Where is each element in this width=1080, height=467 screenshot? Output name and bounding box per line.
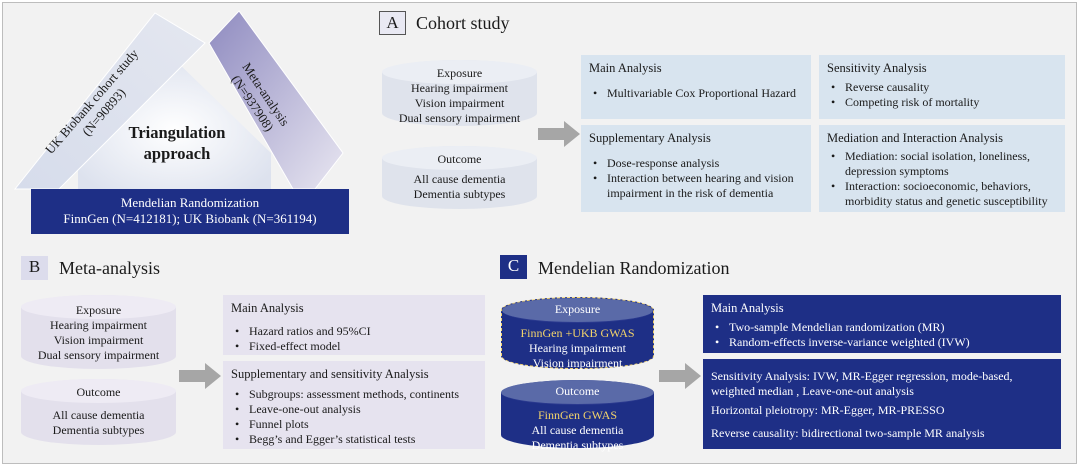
section-c-outcome-cylinder: Outcome FinnGen GWAS All cause dementia …	[501, 380, 654, 452]
section-b-letter: B	[21, 256, 48, 280]
section-c-reverse-causality-line: Reverse causality: bidirectional two-sam…	[711, 426, 985, 440]
section-c-pleiotropy-line: Horizontal pleiotropy: MR-Egger, MR-PRES…	[711, 403, 945, 417]
section-c-outcome-title: Outcome	[555, 384, 600, 398]
section-a-title: Cohort study	[416, 13, 510, 33]
section-c-main-analysis: Main Analysis Two-sample Mendelian rando…	[703, 295, 1061, 353]
triangle-center	[78, 58, 271, 189]
section-a-supplementary-analysis: Supplementary Analysis Dose-response ana…	[581, 125, 811, 212]
section-c-exposure-source: FinnGen +UKB GWAS	[520, 326, 635, 340]
section-c-sensitivity-line1: Sensitivity Analysis: IVW, MR-Egger regr…	[711, 369, 1013, 398]
section-a-supplementary-list: Dose-response analysis Interaction betwe…	[589, 156, 803, 201]
section-b-main-item: Hazard ratios and 95%CI	[235, 324, 477, 339]
section-b-supplementary-analysis: Supplementary and sensitivity Analysis S…	[223, 361, 485, 449]
section-a-mediation-title: Mediation and Interaction Analysis	[827, 131, 1004, 145]
section-a-exposure-cylinder: Exposure Hearing impairment Vision impai…	[382, 60, 537, 126]
cylinder-top	[21, 295, 176, 319]
cylinder-top	[382, 146, 537, 170]
section-c-title: Mendelian Randomization	[538, 258, 730, 278]
section-b-arrow	[179, 363, 221, 389]
section-c-outcome-item: Dementia subtypes	[531, 438, 624, 452]
section-a-main-list: Multivariable Cox Proportional Hazard	[589, 86, 803, 101]
cylinder-top	[501, 380, 654, 405]
base-line2: FinnGen (N=412181); UK Biobank (N=361194…	[63, 211, 317, 226]
section-b-supplementary-item: Subgroups: assessment methods, continent…	[235, 387, 477, 402]
section-c-main-title: Main Analysis	[711, 301, 784, 315]
section-b-outcome-title: Outcome	[76, 385, 121, 399]
mendelian-randomization-base: Mendelian Randomization FinnGen (N=41218…	[31, 189, 349, 234]
section-b-supplementary-item: Begg’s and Egger’s statistical tests	[235, 432, 477, 447]
section-a-exposure-title: Exposure	[436, 66, 483, 80]
section-c-outcome-item: All cause dementia	[531, 423, 624, 437]
section-c-letter: C	[500, 255, 527, 279]
section-a-mediation-list: Mediation: social isolation, loneliness,…	[827, 149, 1057, 209]
section-b-exposure-item: Hearing impairment	[50, 318, 147, 332]
section-b-title: Meta-analysis	[59, 258, 160, 278]
section-a-supplementary-item: Interaction between hearing and vision i…	[593, 171, 803, 201]
section-b-exposure-title: Exposure	[75, 303, 122, 317]
section-c-sensitivity-analysis: Sensitivity Analysis: IVW, MR-Egger regr…	[703, 359, 1061, 449]
section-a-supplementary-title: Supplementary Analysis	[589, 131, 711, 145]
section-b-main-analysis: Main Analysis Hazard ratios and 95%CI Fi…	[223, 295, 485, 355]
section-c-main-item: Random-effects inverse-variance weighted…	[715, 335, 1053, 350]
section-c-exposure-title: Exposure	[554, 302, 601, 316]
section-b-outcome-item: Dementia subtypes	[52, 423, 145, 437]
section-a-sensitivity-item: Reverse causality	[831, 80, 1057, 95]
section-a-sensitivity-list: Reverse causality Competing risk of mort…	[827, 80, 1057, 110]
section-a-exposure-item: Dual sensory impairment	[398, 111, 521, 125]
section-b-supplementary-title: Supplementary and sensitivity Analysis	[231, 367, 429, 381]
section-a-outcome-item: Dementia subtypes	[413, 187, 506, 201]
section-a-mediation-item: Interaction: socioeconomic, behaviors, m…	[831, 179, 1057, 209]
section-b-supplementary-item: Funnel plots	[235, 417, 477, 432]
section-a-mediation-item: Mediation: social isolation, loneliness,…	[831, 149, 1057, 179]
triangulation-line2: approach	[143, 144, 211, 163]
section-a-supplementary-item: Dose-response analysis	[593, 156, 803, 171]
cylinder-top	[21, 379, 176, 403]
section-a-outcome-item: All cause dementia	[413, 172, 506, 186]
section-a-exposure-item: Hearing impairment	[411, 81, 508, 95]
triangulation-graphic	[13, 10, 344, 190]
cylinder-top	[502, 298, 653, 323]
section-a-outcome-cylinder: Outcome All cause dementia Dementia subt…	[382, 146, 537, 209]
section-c-exposure-cylinder: Exposure FinnGen +UKB GWAS Hearing impai…	[501, 297, 654, 370]
section-c-outcome-source: FinnGen GWAS	[537, 408, 617, 422]
section-b-supplementary-item: Leave-one-out analysis	[235, 402, 477, 417]
section-b-exposure-item: Vision impairment	[53, 333, 144, 347]
section-b-exposure-cylinder: Exposure Hearing impairment Vision impai…	[21, 295, 176, 369]
base-line1: Mendelian Randomization	[120, 195, 260, 210]
triangulation-label: Triangulation approach	[107, 122, 247, 164]
section-b-outcome-cylinder: Outcome All cause dementia Dementia subt…	[21, 379, 176, 445]
section-a-letter: A	[379, 11, 406, 35]
cylinder-top	[382, 60, 537, 84]
section-a-main-item: Multivariable Cox Proportional Hazard	[593, 86, 803, 101]
section-c-main-item: Two-sample Mendelian randomization (MR)	[715, 320, 1053, 335]
section-a-sensitivity-item: Competing risk of mortality	[831, 95, 1057, 110]
section-b-outcome-item: All cause dementia	[52, 408, 145, 422]
section-a-exposure-item: Vision impairment	[414, 96, 505, 110]
section-a-sensitivity-analysis: Sensitivity Analysis Reverse causality C…	[819, 55, 1065, 119]
section-a-sensitivity-title: Sensitivity Analysis	[827, 61, 927, 75]
section-b-main-list: Hazard ratios and 95%CI Fixed-effect mod…	[231, 324, 477, 354]
section-c-exposure-item: Vision impairment	[532, 356, 623, 370]
section-b-main-item: Fixed-effect model	[235, 339, 477, 354]
section-c-exposure-item: Hearing impairment	[529, 341, 626, 355]
section-a-mediation-interaction-analysis: Mediation and Interaction Analysis Media…	[819, 125, 1065, 212]
triangulation-line1: Triangulation	[128, 123, 226, 142]
triangle-right-band	[208, 10, 344, 190]
section-c-main-list: Two-sample Mendelian randomization (MR) …	[711, 320, 1053, 350]
section-a-main-analysis: Main Analysis Multivariable Cox Proporti…	[581, 55, 811, 119]
section-a-outcome-title: Outcome	[437, 152, 482, 166]
section-a-main-title: Main Analysis	[589, 61, 662, 75]
section-b-main-title: Main Analysis	[231, 301, 304, 315]
section-b-exposure-item: Dual sensory impairment	[37, 348, 160, 362]
section-a-arrow	[538, 121, 580, 147]
section-c-arrow	[659, 363, 701, 389]
section-b-supplementary-list: Subgroups: assessment methods, continent…	[231, 387, 477, 447]
